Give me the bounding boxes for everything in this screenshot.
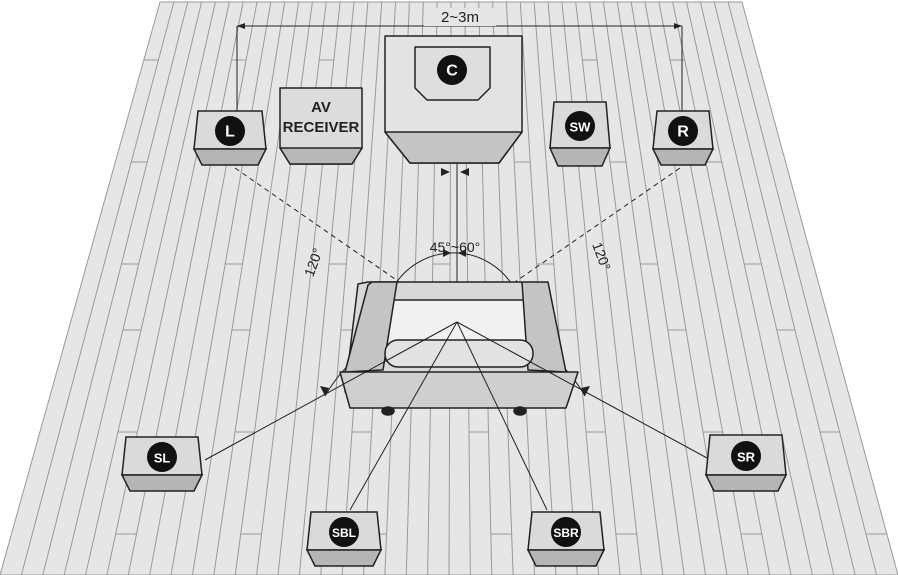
speaker-surround-back-left-label: SBL [332,526,356,540]
speaker-surround-right: SR [704,434,788,492]
receiver-label-line2: RECEIVER [283,119,360,136]
distance-label: 2~3m [441,9,479,26]
speaker-subwoofer-badge [565,111,595,141]
speaker-subwoofer-label: SW [570,120,592,135]
arc-arrowheads [320,168,590,396]
speaker-surround-left-badge [147,442,177,472]
speaker-front-left-label: L [225,124,235,141]
speaker-center-badge [437,55,467,85]
av-receiver [279,87,363,165]
front-angle-label: 45°~60° [430,239,481,255]
speaker-front-left: L [192,110,268,166]
surround-lines [204,321,708,511]
speaker-front-right-badge [668,116,698,146]
speaker-surround-back-left-badge [329,517,359,547]
distance-dimension: 2~3m [236,8,683,112]
speaker-center-label: C [446,63,458,80]
speaker-surround-left: SL [120,436,204,492]
speaker-surround-back-right-badge [551,517,581,547]
speaker-surround-right-label: SR [737,450,756,465]
speaker-center: C [437,55,467,85]
speaker-front-right-label: R [677,124,689,141]
speaker-surround-back-right-label: SBR [553,526,579,540]
speaker-surround-right-badge [731,441,761,471]
speaker-front-left-badge [215,116,245,146]
speaker-surround-back-left: SBL [305,511,383,567]
speaker-front-right: R [651,110,715,166]
sofa [339,281,579,416]
speaker-surround-back-right: SBR [526,511,606,567]
speaker-surround-left-label: SL [154,451,171,466]
speaker-subwoofer: SW [548,101,612,167]
receiver-label-line1: AV [311,99,331,116]
television [384,35,523,164]
